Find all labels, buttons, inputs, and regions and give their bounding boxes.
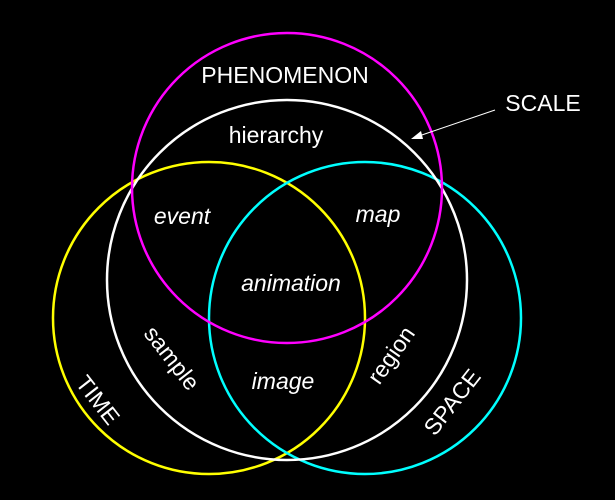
event-label: event [154,203,212,229]
map-label: map [356,201,401,227]
phenomenon-circle [130,31,444,345]
image-label: image [252,368,315,394]
phenomenon-label: PHENOMENON [201,62,368,88]
scale-arrow-head [411,131,423,139]
animation-label: animation [241,270,341,296]
space-circle [207,160,523,476]
scale-label: SCALE [505,90,580,116]
scale-circle [105,98,469,462]
hierarchy-label: hierarchy [229,122,324,148]
scale-arrow-line [415,109,496,138]
time-circle [51,160,367,476]
